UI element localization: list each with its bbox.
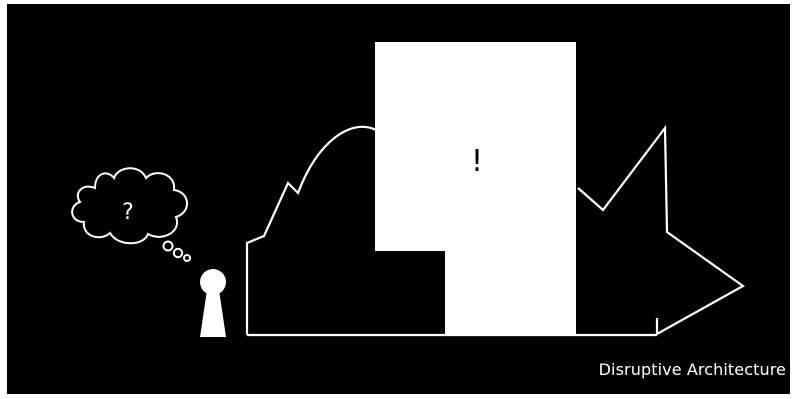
white-block xyxy=(375,42,576,335)
keyhole-person-icon xyxy=(200,269,226,337)
exclamation-mark: ! xyxy=(471,144,483,179)
question-mark: ? xyxy=(122,200,134,225)
caption: Disruptive Architecture xyxy=(599,360,786,379)
